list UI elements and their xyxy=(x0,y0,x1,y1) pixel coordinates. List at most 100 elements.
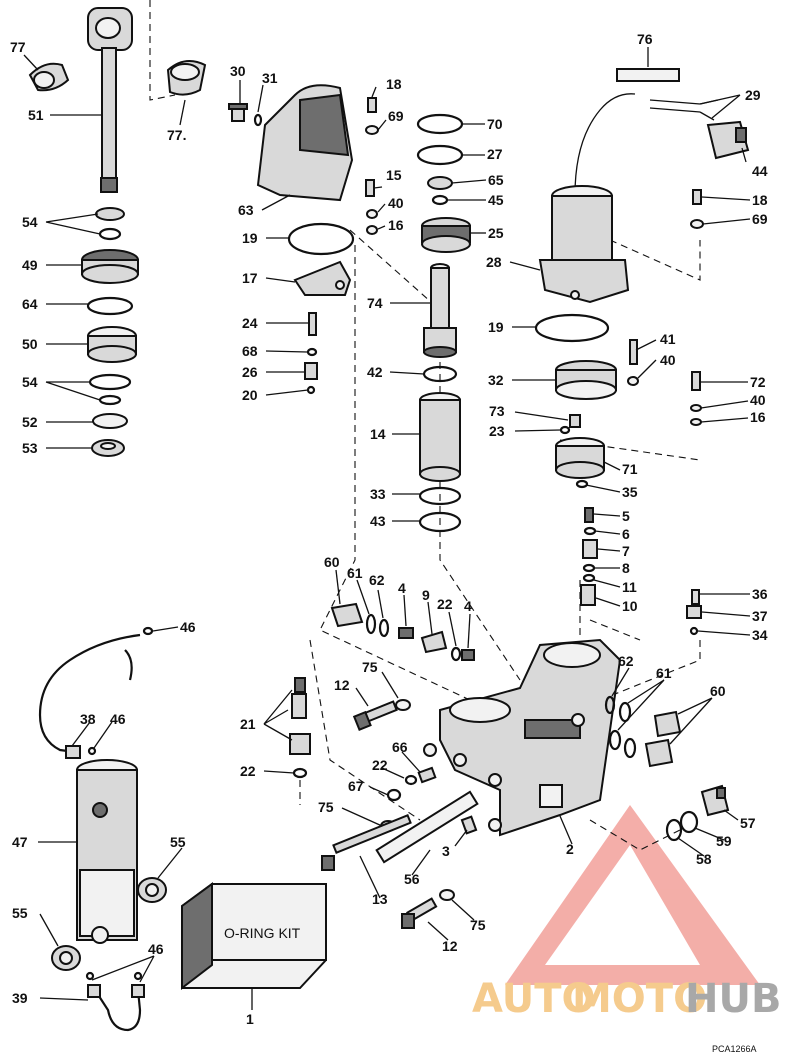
plug-60-right-a xyxy=(653,710,682,738)
callout: 1 xyxy=(246,1011,254,1027)
valve-26 xyxy=(304,362,318,380)
callout: 14 xyxy=(370,426,386,442)
oring-61-right-a xyxy=(618,701,632,723)
callout: 74 xyxy=(367,295,383,311)
callout: 47 xyxy=(12,834,28,850)
fitting-66 xyxy=(417,766,437,784)
oring-8 xyxy=(582,563,596,573)
oring-kit-box: O-RING KIT xyxy=(181,882,327,991)
washer-75-upper xyxy=(395,699,411,711)
plate-17 xyxy=(293,260,352,296)
washer-16-top xyxy=(366,225,378,235)
callout: 69 xyxy=(752,211,768,227)
oring-58 xyxy=(665,818,683,842)
bushing-55-right xyxy=(137,877,167,903)
watermark: AUTO MOTO HUB xyxy=(472,805,781,1022)
callout: 19 xyxy=(242,230,258,246)
callout: 63 xyxy=(238,202,254,218)
callout: 28 xyxy=(486,254,502,270)
oring-64 xyxy=(86,296,134,316)
callout: 19 xyxy=(488,319,504,335)
callout: 44 xyxy=(752,163,768,179)
callout: 37 xyxy=(752,608,768,624)
callout: 5 xyxy=(622,508,630,524)
callout: 10 xyxy=(622,598,638,614)
callout: 69 xyxy=(388,108,404,124)
valve-7 xyxy=(582,539,598,559)
screw-18-right xyxy=(692,189,702,205)
callout: 57 xyxy=(740,815,756,831)
leader-lines xyxy=(23,47,751,1010)
oring-6 xyxy=(583,526,597,536)
oring-54-small xyxy=(98,394,122,406)
callout: 51 xyxy=(28,107,44,123)
plug-60-left xyxy=(330,602,364,628)
callout: 40 xyxy=(660,352,676,368)
spring-5 xyxy=(584,507,594,523)
callout: 30 xyxy=(230,63,246,79)
callout: 35 xyxy=(622,484,638,500)
cap-49 xyxy=(81,249,139,284)
washer-69-right xyxy=(690,219,704,229)
callout: 31 xyxy=(262,70,278,86)
callout: 53 xyxy=(22,440,38,456)
screw-15 xyxy=(365,179,375,197)
oring-31 xyxy=(253,113,263,127)
hose-line-upper xyxy=(38,633,141,754)
callout: 60 xyxy=(324,554,340,570)
callout: 65 xyxy=(488,172,504,188)
callout: 60 xyxy=(710,683,726,699)
callout: 76 xyxy=(637,31,653,47)
callout: 27 xyxy=(487,146,503,162)
callout: 18 xyxy=(752,192,768,208)
callout: 42 xyxy=(367,364,383,380)
spring-4-right xyxy=(461,649,475,661)
callout: 33 xyxy=(370,486,386,502)
callout: 21 xyxy=(240,716,256,732)
callout: 2 xyxy=(566,841,574,857)
watermark-text-moto: MOTO xyxy=(572,976,707,1022)
callout: 13 xyxy=(372,891,388,907)
oring-62-right xyxy=(604,695,616,715)
callout: 66 xyxy=(392,739,408,755)
callout: 3 xyxy=(442,843,450,859)
cylinder-14 xyxy=(419,392,461,482)
washer-52 xyxy=(92,413,128,429)
callout: 68 xyxy=(242,343,258,359)
callout: 75 xyxy=(318,799,334,815)
hose-line-39 xyxy=(94,989,142,1032)
oring-22-mid xyxy=(450,646,462,662)
callout: 4 xyxy=(464,598,472,614)
callout: 23 xyxy=(489,423,505,439)
watermark-logo-triangle xyxy=(505,805,760,985)
cylinder-47 xyxy=(76,759,138,944)
oring-33 xyxy=(418,486,462,506)
connector-44 xyxy=(706,120,750,160)
callout: 45 xyxy=(488,192,504,208)
valve-10 xyxy=(580,584,596,606)
callout: 36 xyxy=(752,586,768,602)
oring-19-lower xyxy=(534,313,610,343)
spring-4-left xyxy=(398,627,414,639)
plug-60-right-b xyxy=(644,738,674,768)
fitting-57 xyxy=(700,784,730,817)
oring-54-upper xyxy=(98,227,122,241)
callout: 18 xyxy=(386,76,402,92)
callout: 40 xyxy=(388,195,404,211)
bushing-77-left xyxy=(28,62,70,92)
oring-62-left xyxy=(378,618,390,638)
oring-43 xyxy=(418,511,462,533)
valve-9 xyxy=(420,630,448,654)
motor-28 xyxy=(538,185,630,304)
callout: 34 xyxy=(752,627,768,643)
callout: 22 xyxy=(372,757,388,773)
trim-rod-assembly xyxy=(87,7,133,193)
wire-29 xyxy=(649,99,719,121)
screw-24 xyxy=(308,312,317,336)
callout: 55 xyxy=(170,834,186,850)
oring-22-left xyxy=(292,767,308,779)
callout: 67 xyxy=(348,778,364,794)
oring-46-bottom-a xyxy=(85,971,95,981)
bushing-77-right xyxy=(166,60,207,96)
callout: 49 xyxy=(22,257,38,273)
